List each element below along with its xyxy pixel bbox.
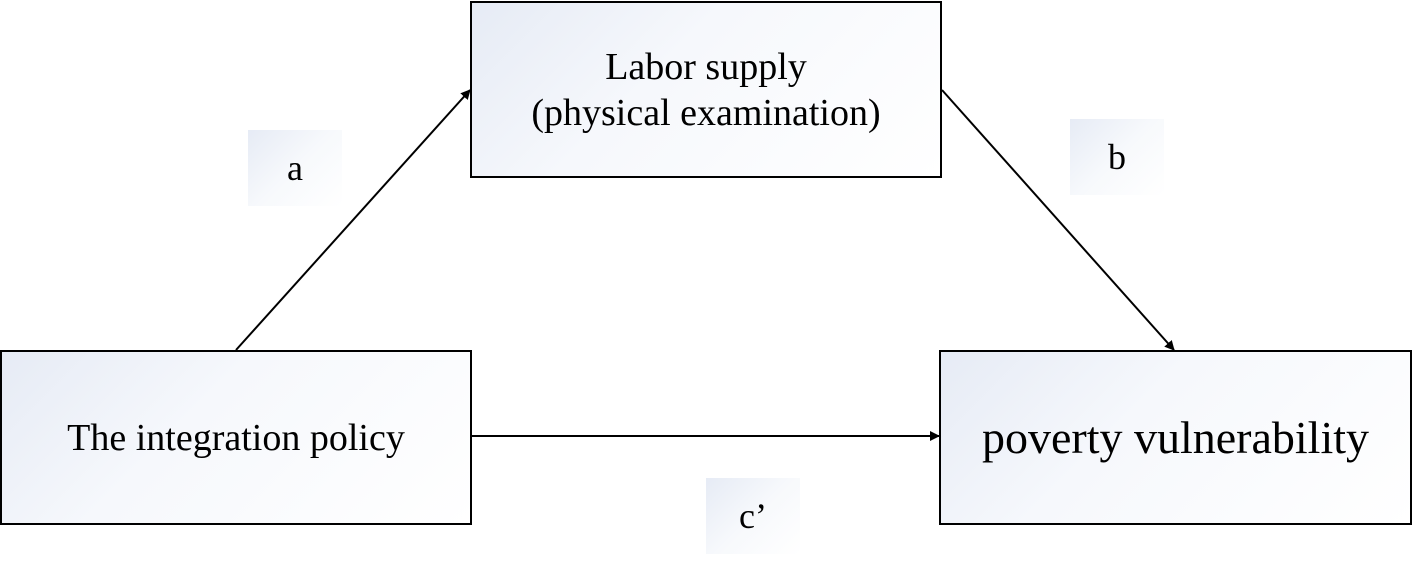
path-label-b-text: b xyxy=(1108,137,1126,177)
path-label-c-prime-text: c’ xyxy=(739,496,767,536)
path-label-a-text: a xyxy=(287,148,303,188)
arrow-a xyxy=(235,89,471,351)
mediator-label-line1: Labor supply xyxy=(605,45,807,88)
path-label-a: a xyxy=(248,130,342,206)
dependent-box-poverty-vulnerability: poverty vulnerability xyxy=(939,350,1412,525)
mediator-box-labor-supply: Labor supply (physical examination) xyxy=(470,1,942,178)
path-label-c-prime: c’ xyxy=(706,478,800,554)
path-label-b: b xyxy=(1070,119,1164,195)
dependent-label: poverty vulnerability xyxy=(981,412,1370,463)
mediator-label-line2: (physical examination) xyxy=(531,91,881,134)
independent-box-integration-policy: The integration policy xyxy=(0,350,472,525)
independent-label: The integration policy xyxy=(67,416,405,459)
